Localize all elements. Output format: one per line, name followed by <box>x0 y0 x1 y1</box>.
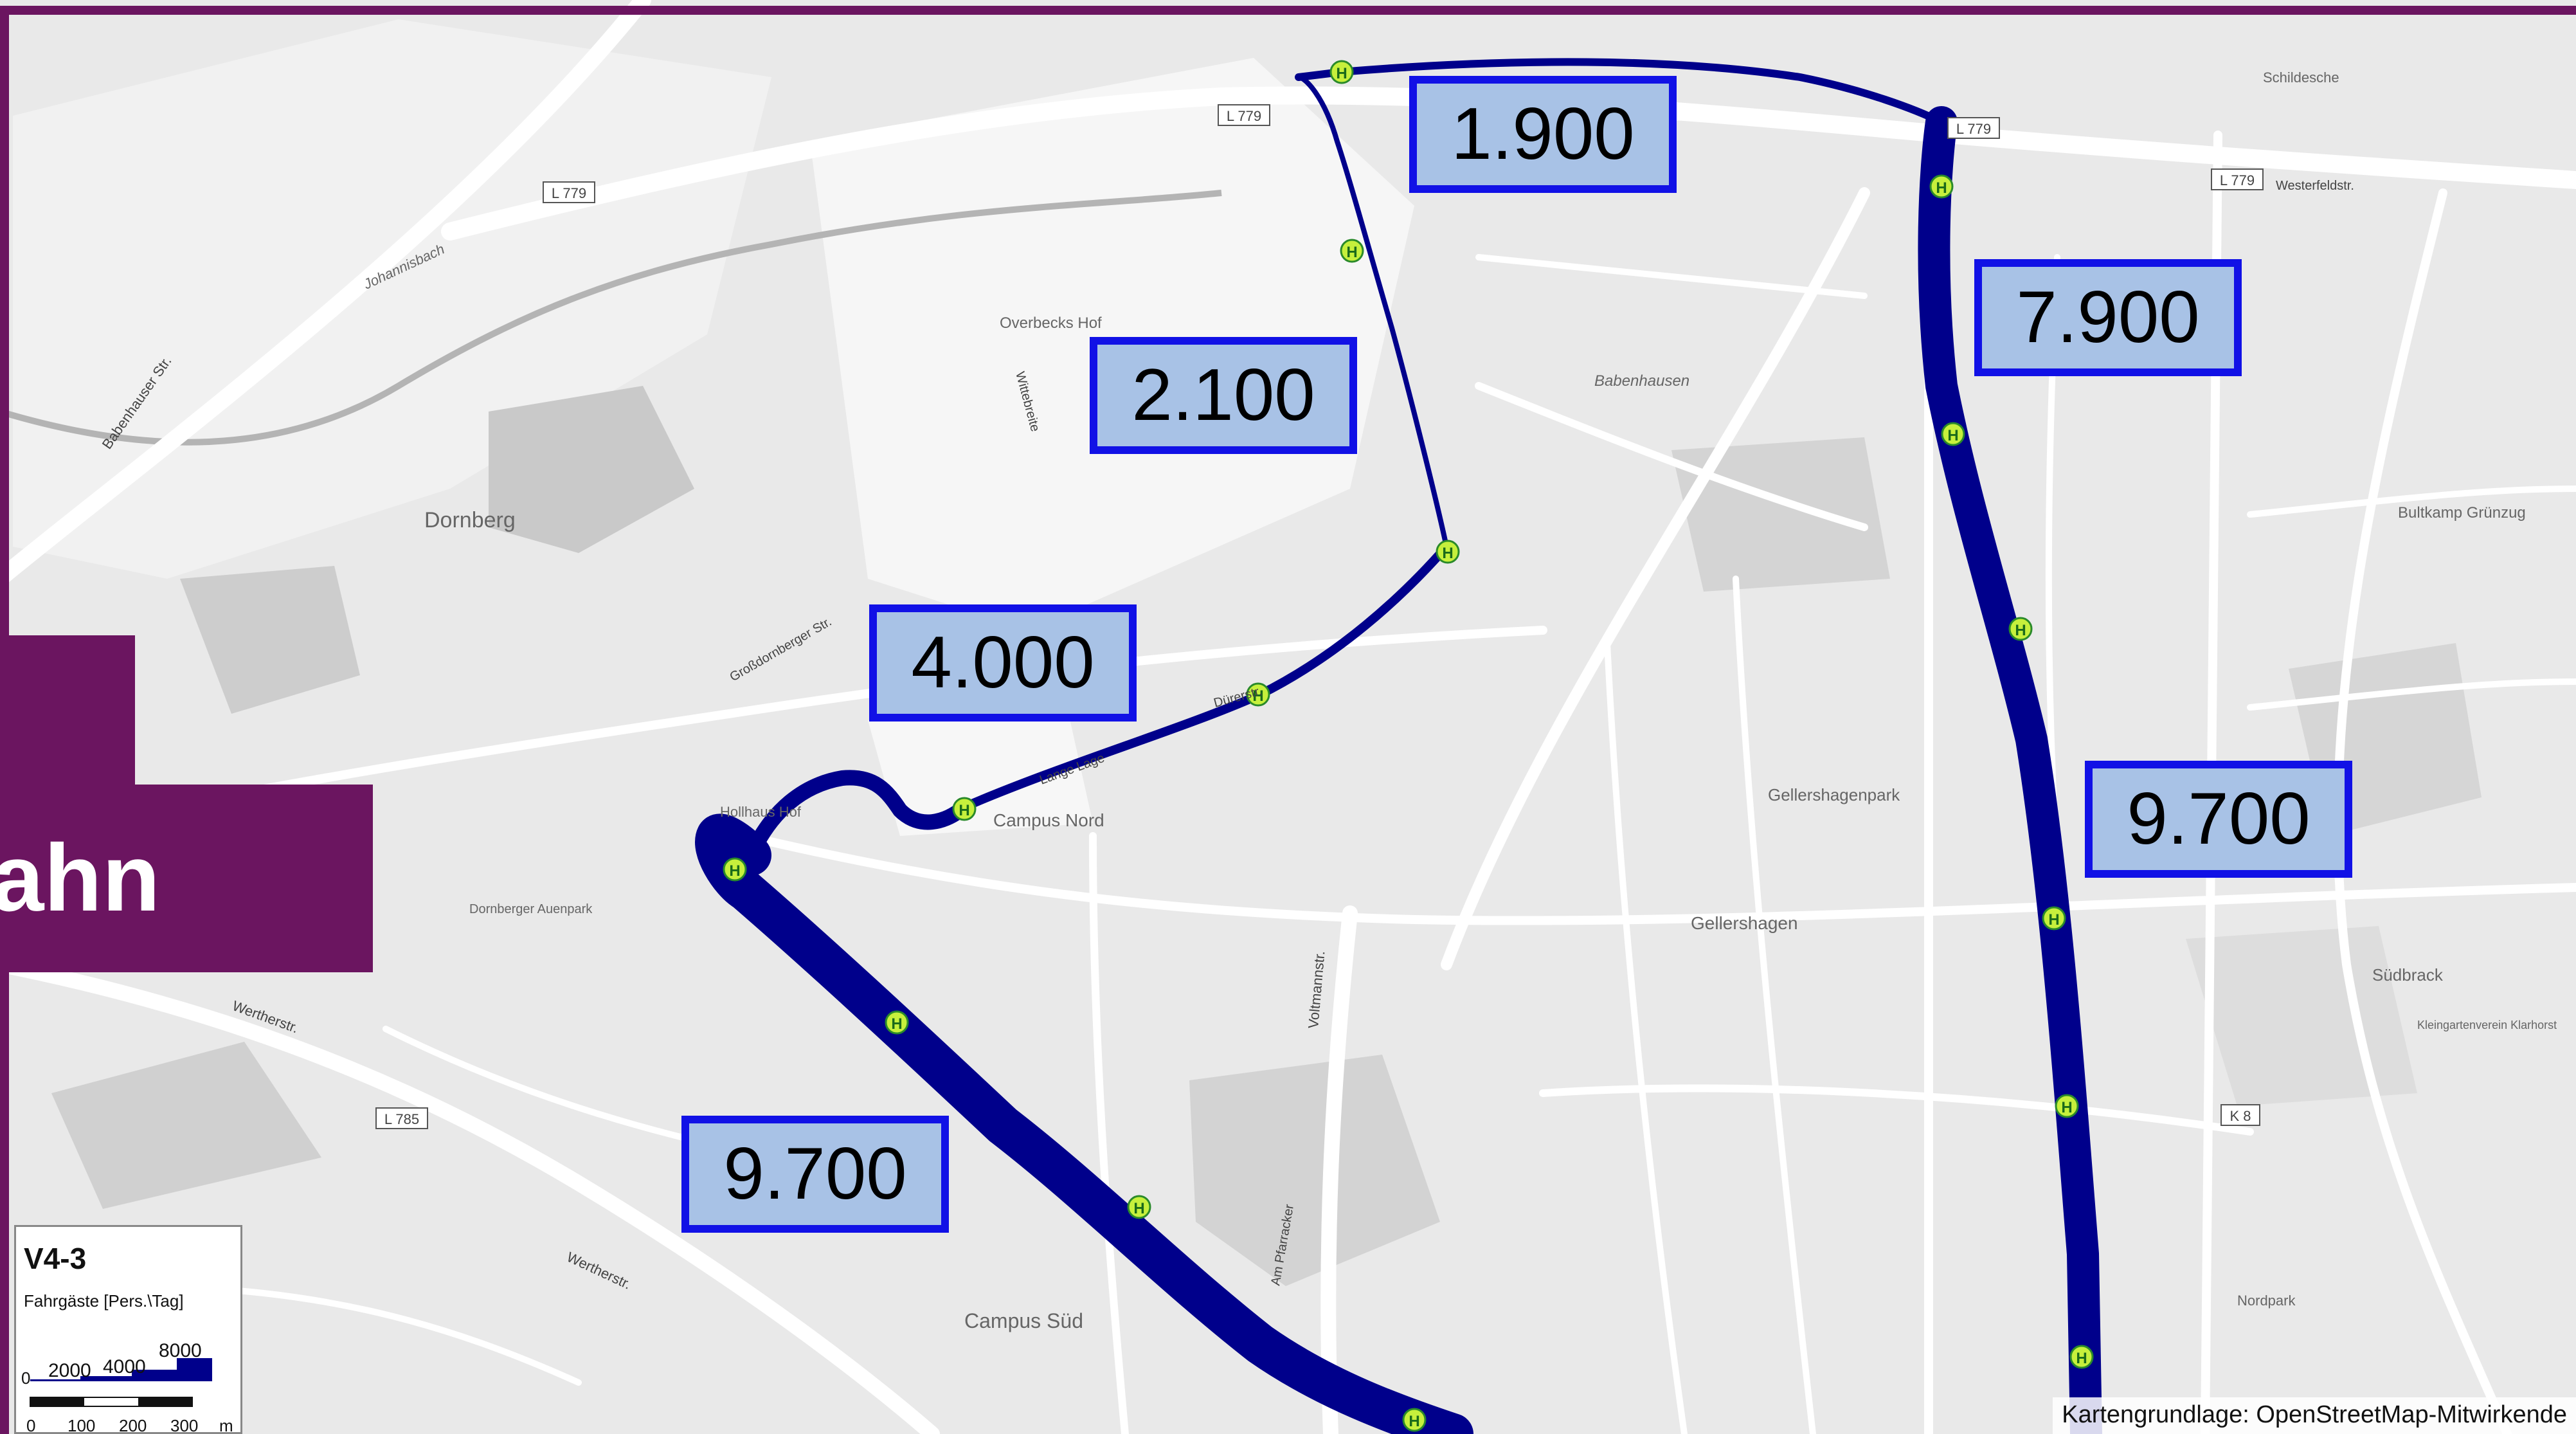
place-label: Overbecks Hof <box>1000 314 1102 332</box>
stop-marker[interactable]: H <box>1436 540 1460 564</box>
legend-subtitle: Fahrgäste [Pers.\Tag] <box>24 1291 184 1311</box>
scale-bar-segment <box>30 1397 84 1406</box>
svg-text:H: H <box>1346 244 1357 261</box>
svg-text:H: H <box>891 1015 902 1033</box>
place-label: Campus Nord <box>993 810 1104 830</box>
map-attribution: Kartengrundlage: OpenStreetMap-Mitwirken… <box>2053 1397 2576 1434</box>
road-shield: L 779 <box>1218 104 1270 126</box>
svg-text:H: H <box>729 862 740 880</box>
road-shield: L 779 <box>1947 117 2000 139</box>
legend-volume-wedge <box>30 1358 212 1381</box>
svg-text:H: H <box>2015 622 2026 639</box>
title-block-upper <box>0 635 135 790</box>
volume-label: 7.900 <box>1974 259 2242 376</box>
place-label: Schildesche <box>2263 69 2339 86</box>
svg-text:L 779: L 779 <box>1956 121 1991 137</box>
scale-tick: 200 <box>119 1416 147 1434</box>
svg-text:L 779: L 779 <box>2220 172 2255 188</box>
place-label: Bultkamp Grünzug <box>2398 504 2526 522</box>
route-line-dornberg-west <box>1296 75 1449 549</box>
stop-marker[interactable]: H <box>1402 1408 1427 1432</box>
svg-text:L 785: L 785 <box>384 1111 419 1127</box>
svg-text:H: H <box>1252 687 1263 705</box>
title-block-lower: ahn <box>0 785 373 972</box>
stop-marker[interactable]: H <box>1329 60 1354 84</box>
road-shield: L 785 <box>375 1107 428 1129</box>
road-shield: K 8 <box>2220 1104 2260 1126</box>
volume-label: 9.700 <box>2085 761 2352 878</box>
stop-marker[interactable]: H <box>1929 174 1954 199</box>
legend-graphic: 0 2000 4000 8000 0 100 200 300 m <box>21 1340 233 1434</box>
stop-marker[interactable]: H <box>1340 239 1364 263</box>
scale-tick: 300 <box>170 1416 198 1434</box>
stops: H H H H H H H H H H H H H H H <box>723 60 2094 1432</box>
place-label: Gellershagenpark <box>1768 785 1900 804</box>
place-label: Campus Süd <box>964 1309 1083 1332</box>
stop-marker[interactable]: H <box>723 857 747 882</box>
road-label: Westerfeldstr. <box>2276 179 2354 193</box>
legend-value: 8000 <box>159 1340 202 1361</box>
scale-bar-segment <box>138 1397 192 1406</box>
volume-label: 1.900 <box>1409 76 1677 193</box>
svg-text:H: H <box>1947 427 1958 444</box>
scale-tick: 100 <box>68 1416 95 1434</box>
svg-text:L 779: L 779 <box>1227 108 1261 124</box>
place-label: Hollhaus Hof <box>720 804 802 820</box>
route-line-dornberg-north <box>1295 58 1945 126</box>
legend-value: 4000 <box>103 1356 146 1377</box>
place-labels: Dornberg Overbecks Hof Campus Nord Campu… <box>361 69 2557 1332</box>
svg-text:H: H <box>1409 1413 1419 1430</box>
stop-marker[interactable]: H <box>885 1010 909 1035</box>
road-shield: L 779 <box>543 181 595 203</box>
stop-marker[interactable]: H <box>2008 617 2033 641</box>
legend-title: V4-3 <box>24 1242 87 1275</box>
svg-text:L 779: L 779 <box>552 185 586 201</box>
place-label: Südbrack <box>2372 965 2444 985</box>
place-label: Gellershagen <box>1691 913 1798 933</box>
svg-text:H: H <box>1442 545 1453 562</box>
svg-text:H: H <box>2061 1099 2072 1116</box>
route-line-east <box>1918 106 2102 1434</box>
svg-text:H: H <box>959 802 969 819</box>
volume-label: 2.100 <box>1090 337 1357 454</box>
place-label: Kleingartenverein Klarhorst <box>2417 1019 2557 1031</box>
title-text: ahn <box>0 825 161 931</box>
stream <box>0 190 1222 446</box>
stop-marker[interactable]: H <box>1941 422 1965 446</box>
stop-marker[interactable]: H <box>1246 682 1270 707</box>
scale-unit: m <box>219 1416 233 1434</box>
volume-label: 4.000 <box>869 604 1137 722</box>
road-shield: L 779 <box>2211 168 2264 190</box>
volume-label: 9.700 <box>681 1116 949 1233</box>
legend-value: 0 <box>21 1368 30 1388</box>
route-line-campus-loop <box>743 770 972 863</box>
place-label: Nordpark <box>2237 1293 2296 1309</box>
svg-text:K 8: K 8 <box>2229 1108 2251 1124</box>
place-label: Babenhausen <box>1594 372 1689 390</box>
stop-marker[interactable]: H <box>2069 1345 2094 1369</box>
svg-text:H: H <box>2076 1350 2087 1367</box>
stop-marker[interactable]: H <box>2042 906 2066 930</box>
svg-text:H: H <box>2048 911 2059 929</box>
svg-text:H: H <box>1336 65 1347 82</box>
scale-tick: 0 <box>26 1416 35 1434</box>
route-line-southwest <box>695 813 1473 1434</box>
svg-text:H: H <box>1936 179 1947 197</box>
place-label: Dornberg <box>424 508 516 532</box>
stop-marker[interactable]: H <box>952 797 977 821</box>
map-legend: V4-3 Fahrgäste [Pers.\Tag] 0 2000 4000 8… <box>14 1225 242 1434</box>
svg-text:H: H <box>1133 1200 1144 1217</box>
place-label: Dornberger Auenpark <box>469 902 593 916</box>
stop-marker[interactable]: H <box>2055 1094 2079 1118</box>
route-lines <box>695 58 2102 1434</box>
legend-value: 2000 <box>48 1360 91 1381</box>
stop-marker[interactable]: H <box>1127 1195 1151 1219</box>
